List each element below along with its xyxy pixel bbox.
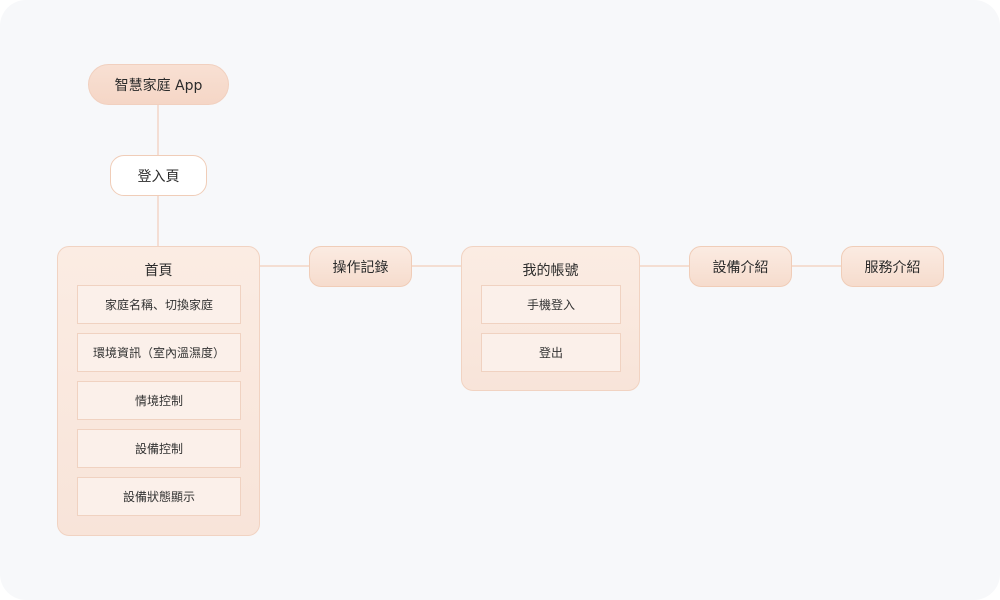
account-group-title: 我的帳號 [522,263,579,279]
history-node: 操作記錄 [309,246,412,287]
device-intro-node: 設備介紹 [689,246,792,287]
service-intro-node: 服務介紹 [841,246,944,287]
login-node: 登入頁 [110,155,207,196]
home-group-title: 首頁 [144,263,173,279]
home-item: 設備控制 [77,429,241,468]
root-node: 智慧家庭 App [88,64,229,105]
device-intro-label: 設備介紹 [712,259,769,276]
home-item: 環境資訊（室內溫濕度） [77,333,241,372]
login-node-label: 登入頁 [137,168,180,185]
account-group: 我的帳號 手機登入 登出 [461,246,640,391]
home-item: 家庭名稱、切換家庭 [77,285,241,324]
root-node-label: 智慧家庭 App [114,77,203,94]
home-group: 首頁 家庭名稱、切換家庭 環境資訊（室內溫濕度） 情境控制 設備控制 設備狀態顯… [57,246,260,536]
home-item: 設備狀態顯示 [77,477,241,516]
account-item: 登出 [481,333,621,372]
service-intro-label: 服務介紹 [864,259,921,276]
account-item: 手機登入 [481,285,621,324]
history-node-label: 操作記錄 [332,259,389,276]
home-item: 情境控制 [77,381,241,420]
